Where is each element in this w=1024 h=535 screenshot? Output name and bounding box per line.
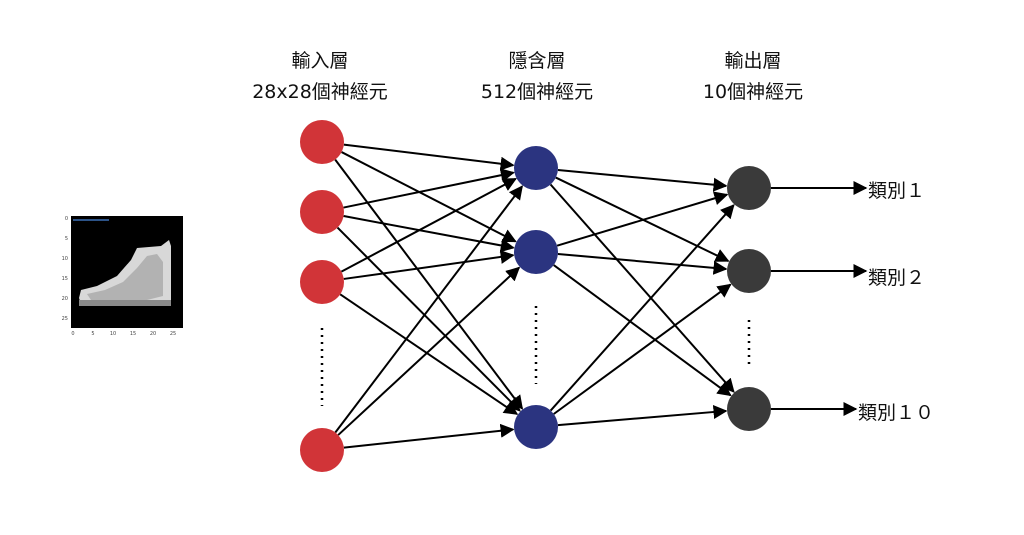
edge-19 bbox=[553, 283, 732, 415]
y-tick-25: 25 bbox=[62, 316, 68, 322]
output-label-10: 類別１０ bbox=[858, 402, 935, 424]
output-label-2: 類別２ bbox=[868, 267, 926, 289]
input-neuron-3 bbox=[300, 260, 344, 304]
x-tick-25: 25 bbox=[170, 331, 176, 337]
output-neuron-2 bbox=[727, 249, 771, 293]
boot-sole bbox=[79, 300, 171, 306]
edge-6 bbox=[340, 177, 517, 273]
edge-11 bbox=[343, 423, 515, 449]
hidden-layer-name: 隱含層 bbox=[508, 50, 566, 72]
y-tick-10: 10 bbox=[62, 256, 68, 262]
ellipsis-dots bbox=[320, 306, 751, 406]
thumbnail-y-ticks: 0 5 10 15 20 25 bbox=[62, 216, 68, 322]
hidden-neuron-3 bbox=[514, 405, 558, 449]
hidden-layer-title: 隱含層 512個神經元 bbox=[427, 46, 647, 108]
output-arrows bbox=[771, 181, 868, 416]
edge-10 bbox=[337, 266, 521, 436]
edge-8 bbox=[339, 293, 519, 415]
y-tick-0: 0 bbox=[65, 216, 68, 222]
y-tick-20: 20 bbox=[62, 296, 68, 302]
output-layer-title: 輸出層 10個神經元 bbox=[643, 46, 863, 108]
x-tick-10: 10 bbox=[110, 331, 116, 337]
thumbnail-x-ticks: 0 5 10 15 20 25 bbox=[71, 331, 176, 337]
y-tick-15: 15 bbox=[62, 276, 68, 282]
input-layer-count: 28x28個神經元 bbox=[252, 81, 388, 103]
x-tick-15: 15 bbox=[130, 331, 136, 337]
output-layer-count: 10個神經元 bbox=[702, 81, 804, 103]
edge-7 bbox=[343, 250, 515, 280]
edge-2 bbox=[334, 158, 524, 410]
edge-16 bbox=[557, 252, 728, 275]
input-layer-title: 輸入層 28x28個神經元 bbox=[210, 46, 430, 108]
y-tick-5: 5 bbox=[65, 236, 68, 242]
output-layer-name: 輸出層 bbox=[724, 50, 782, 72]
input-image-thumbnail: 0 5 10 15 20 25 0 5 10 15 20 25 bbox=[62, 216, 183, 337]
x-tick-0: 0 bbox=[71, 331, 74, 337]
output-neuron-1 bbox=[727, 166, 771, 210]
edge-20 bbox=[557, 405, 728, 427]
edge-1 bbox=[341, 151, 517, 243]
input-neuron-1 bbox=[300, 120, 344, 164]
edge-12 bbox=[557, 169, 728, 192]
input-layer-name: 輸入層 bbox=[291, 50, 349, 72]
hidden-layer-count: 512個神經元 bbox=[480, 81, 594, 103]
edge-18 bbox=[549, 204, 735, 412]
edge-14 bbox=[549, 183, 735, 393]
neurons bbox=[300, 120, 771, 472]
x-tick-5: 5 bbox=[91, 331, 94, 337]
x-tick-20: 20 bbox=[150, 331, 156, 337]
edge-15 bbox=[556, 191, 729, 247]
edge-4 bbox=[343, 215, 515, 253]
output-label-1: 類別１ bbox=[868, 180, 926, 202]
input-neuron-2 bbox=[300, 190, 344, 234]
edge-3 bbox=[343, 168, 515, 209]
edge-9 bbox=[334, 185, 523, 434]
hidden-neuron-2 bbox=[514, 230, 558, 274]
boot-shadow bbox=[87, 254, 163, 300]
edge-5 bbox=[336, 226, 521, 412]
edge-0 bbox=[343, 143, 515, 171]
input-neuron-4 bbox=[300, 428, 344, 472]
output-neuron-3 bbox=[727, 387, 771, 431]
edge-17 bbox=[553, 264, 732, 397]
hidden-neuron-1 bbox=[514, 146, 558, 190]
connection-edges bbox=[334, 143, 735, 449]
